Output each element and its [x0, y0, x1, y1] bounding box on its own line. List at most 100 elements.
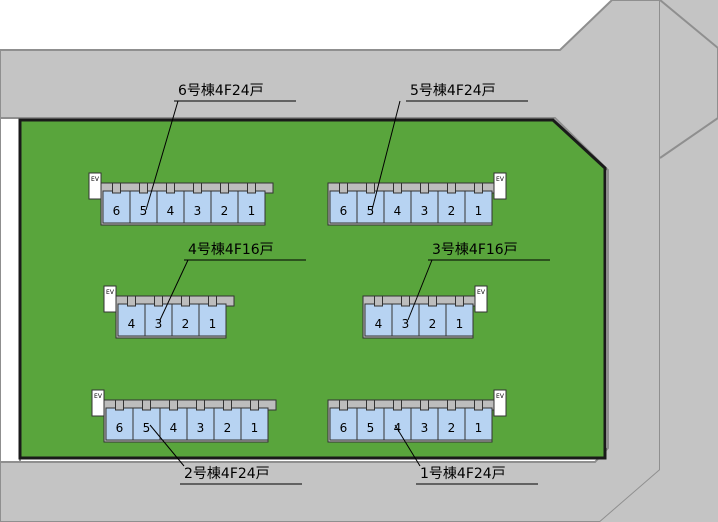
stair-notch	[393, 399, 402, 411]
unit-number: 1	[475, 204, 483, 218]
unit-box	[198, 303, 227, 337]
stair-notch	[247, 182, 256, 194]
stair-notch	[169, 399, 178, 411]
ev-label: EV	[91, 176, 100, 183]
unit-number: 2	[182, 317, 190, 331]
stair-notch	[428, 295, 437, 307]
ev-label: EV	[106, 289, 115, 296]
stair-notch	[196, 399, 205, 411]
unit-box	[329, 407, 358, 441]
ev-label: EV	[496, 176, 505, 183]
unit-number: 2	[429, 317, 437, 331]
building-label: 2号棟4F24戸	[184, 466, 270, 482]
stair-notch	[154, 295, 163, 307]
stair-notch	[339, 182, 348, 194]
ev-box	[493, 389, 507, 417]
unit-number: 3	[197, 421, 205, 435]
stair-notch	[208, 295, 217, 307]
unit-box	[171, 303, 200, 337]
unit-box	[437, 407, 466, 441]
unit-number: 4	[394, 204, 402, 218]
stair-notch	[393, 182, 402, 194]
ev-label: EV	[496, 393, 505, 400]
ev-box	[474, 285, 488, 313]
stair-notch	[401, 295, 410, 307]
stair-notch	[139, 182, 148, 194]
unit-box	[464, 407, 493, 441]
leader-line	[371, 100, 401, 211]
unit-box	[105, 407, 134, 441]
stair-notch	[220, 182, 229, 194]
unit-box	[437, 190, 466, 224]
building-label: 1号棟4F24戸	[420, 466, 506, 482]
unit-number: 3	[421, 421, 429, 435]
stair-notch	[112, 182, 121, 194]
stair-notch	[193, 182, 202, 194]
unit-box	[464, 190, 493, 224]
unit-number: 6	[113, 204, 121, 218]
unit-number: 5	[367, 421, 375, 435]
ev-label: EV	[94, 393, 103, 400]
unit-number: 5	[143, 421, 151, 435]
unit-number: 2	[221, 204, 229, 218]
stair-notch	[142, 399, 151, 411]
stair-notch	[374, 295, 383, 307]
unit-box	[183, 190, 212, 224]
unit-number: 3	[402, 317, 410, 331]
building-label: 4号棟4F16戸	[188, 242, 274, 258]
unit-box	[159, 407, 188, 441]
leader-line	[159, 259, 189, 321]
unit-number: 1	[456, 317, 464, 331]
stair-notch	[455, 295, 464, 307]
stair-notch	[250, 399, 259, 411]
leader-line	[149, 424, 185, 467]
unit-number: 2	[224, 421, 232, 435]
stair-notch	[166, 182, 175, 194]
stair-notch	[339, 399, 348, 411]
unit-box	[213, 407, 242, 441]
unit-number: 1	[251, 421, 259, 435]
unit-number: 5	[367, 204, 375, 218]
ev-box	[103, 285, 117, 313]
unit-number: 1	[209, 317, 217, 331]
unit-box	[132, 407, 161, 441]
unit-number: 4	[375, 317, 383, 331]
unit-number: 5	[140, 204, 148, 218]
unit-number: 6	[340, 204, 348, 218]
ev-box	[91, 389, 105, 417]
unit-number: 2	[448, 421, 456, 435]
stair-notch	[181, 295, 190, 307]
stair-notch	[366, 399, 375, 411]
ev-box	[493, 172, 507, 200]
unit-box	[186, 407, 215, 441]
unit-number: 1	[248, 204, 256, 218]
unit-box	[144, 303, 173, 337]
unit-box	[364, 303, 393, 337]
stair-notch	[366, 182, 375, 194]
unit-box	[210, 190, 239, 224]
unit-number: 3	[421, 204, 429, 218]
stair-notch	[447, 399, 456, 411]
unit-box	[418, 303, 447, 337]
stair-notch	[127, 295, 136, 307]
stair-notch	[447, 182, 456, 194]
unit-number: 2	[448, 204, 456, 218]
road-diagonal-upper	[659, 0, 718, 159]
building-label: 6号棟4F24戸	[178, 83, 264, 99]
leader-line	[394, 424, 421, 467]
unit-number: 3	[194, 204, 202, 218]
unit-number: 4	[128, 317, 136, 331]
stair-notch	[115, 399, 124, 411]
leader-line	[407, 259, 433, 321]
unit-box	[237, 190, 266, 224]
unit-number: 4	[170, 421, 178, 435]
road-left-edge	[0, 117, 21, 463]
